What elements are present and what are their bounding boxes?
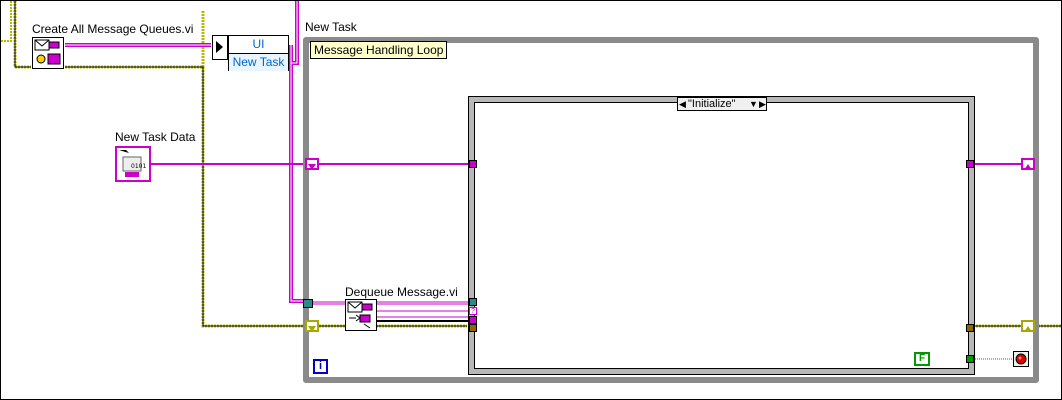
shift-register-left-task[interactable] — [305, 158, 319, 170]
case-tunnel-data[interactable]: ? — [469, 307, 477, 315]
case-tunnel-message[interactable] — [469, 316, 477, 324]
case-selector-value: "Initialize" — [688, 98, 736, 110]
loop-condition-stop-icon[interactable] — [1013, 351, 1029, 367]
loop-label: Message Handling Loop — [310, 41, 448, 59]
case-tunnel-task-out[interactable] — [966, 160, 974, 168]
while-loop[interactable] — [303, 37, 1039, 383]
new-task-data-label: New Task Data — [115, 130, 196, 144]
case-dropdown-icon[interactable]: ▼ — [749, 99, 758, 109]
case-tunnel-stop[interactable] — [966, 355, 974, 363]
iteration-terminal[interactable]: i — [313, 359, 328, 374]
shift-register-right-error[interactable] — [1021, 320, 1035, 332]
shift-register-left-error[interactable] — [305, 320, 319, 332]
case-selector-terminal[interactable] — [469, 298, 477, 306]
unbundle-terminal[interactable] — [212, 35, 228, 60]
false-constant[interactable]: F — [914, 352, 930, 366]
case-next-icon[interactable]: ▶ — [759, 99, 766, 109]
new-task-label: New Task — [305, 20, 357, 34]
svg-text:0101: 0101 — [131, 163, 146, 170]
shift-register-right-task[interactable] — [1021, 158, 1035, 170]
unbundle-by-name-node[interactable]: UI New Task — [228, 35, 289, 71]
unbundle-item-new-task: New Task — [229, 53, 288, 71]
case-prev-icon[interactable]: ◀ — [679, 99, 686, 109]
create-queues-vi-icon[interactable] — [32, 37, 64, 69]
create-queues-label: Create All Message Queues.vi — [32, 22, 194, 36]
case-tunnel-error-in[interactable] — [469, 324, 477, 332]
case-tunnel-task-in[interactable] — [469, 160, 477, 168]
queue-tunnel[interactable] — [303, 299, 313, 308]
new-task-data-control[interactable]: 0101 — [115, 146, 151, 182]
dequeue-label: Dequeue Message.vi — [345, 285, 458, 299]
dequeue-message-vi-icon[interactable] — [345, 299, 377, 331]
case-structure-frame — [474, 102, 969, 369]
unbundle-item-ui: UI — [229, 36, 288, 53]
case-selector[interactable]: ◀ "Initialize" ▼ ▶ — [677, 97, 767, 111]
case-tunnel-error-out[interactable] — [966, 324, 974, 332]
